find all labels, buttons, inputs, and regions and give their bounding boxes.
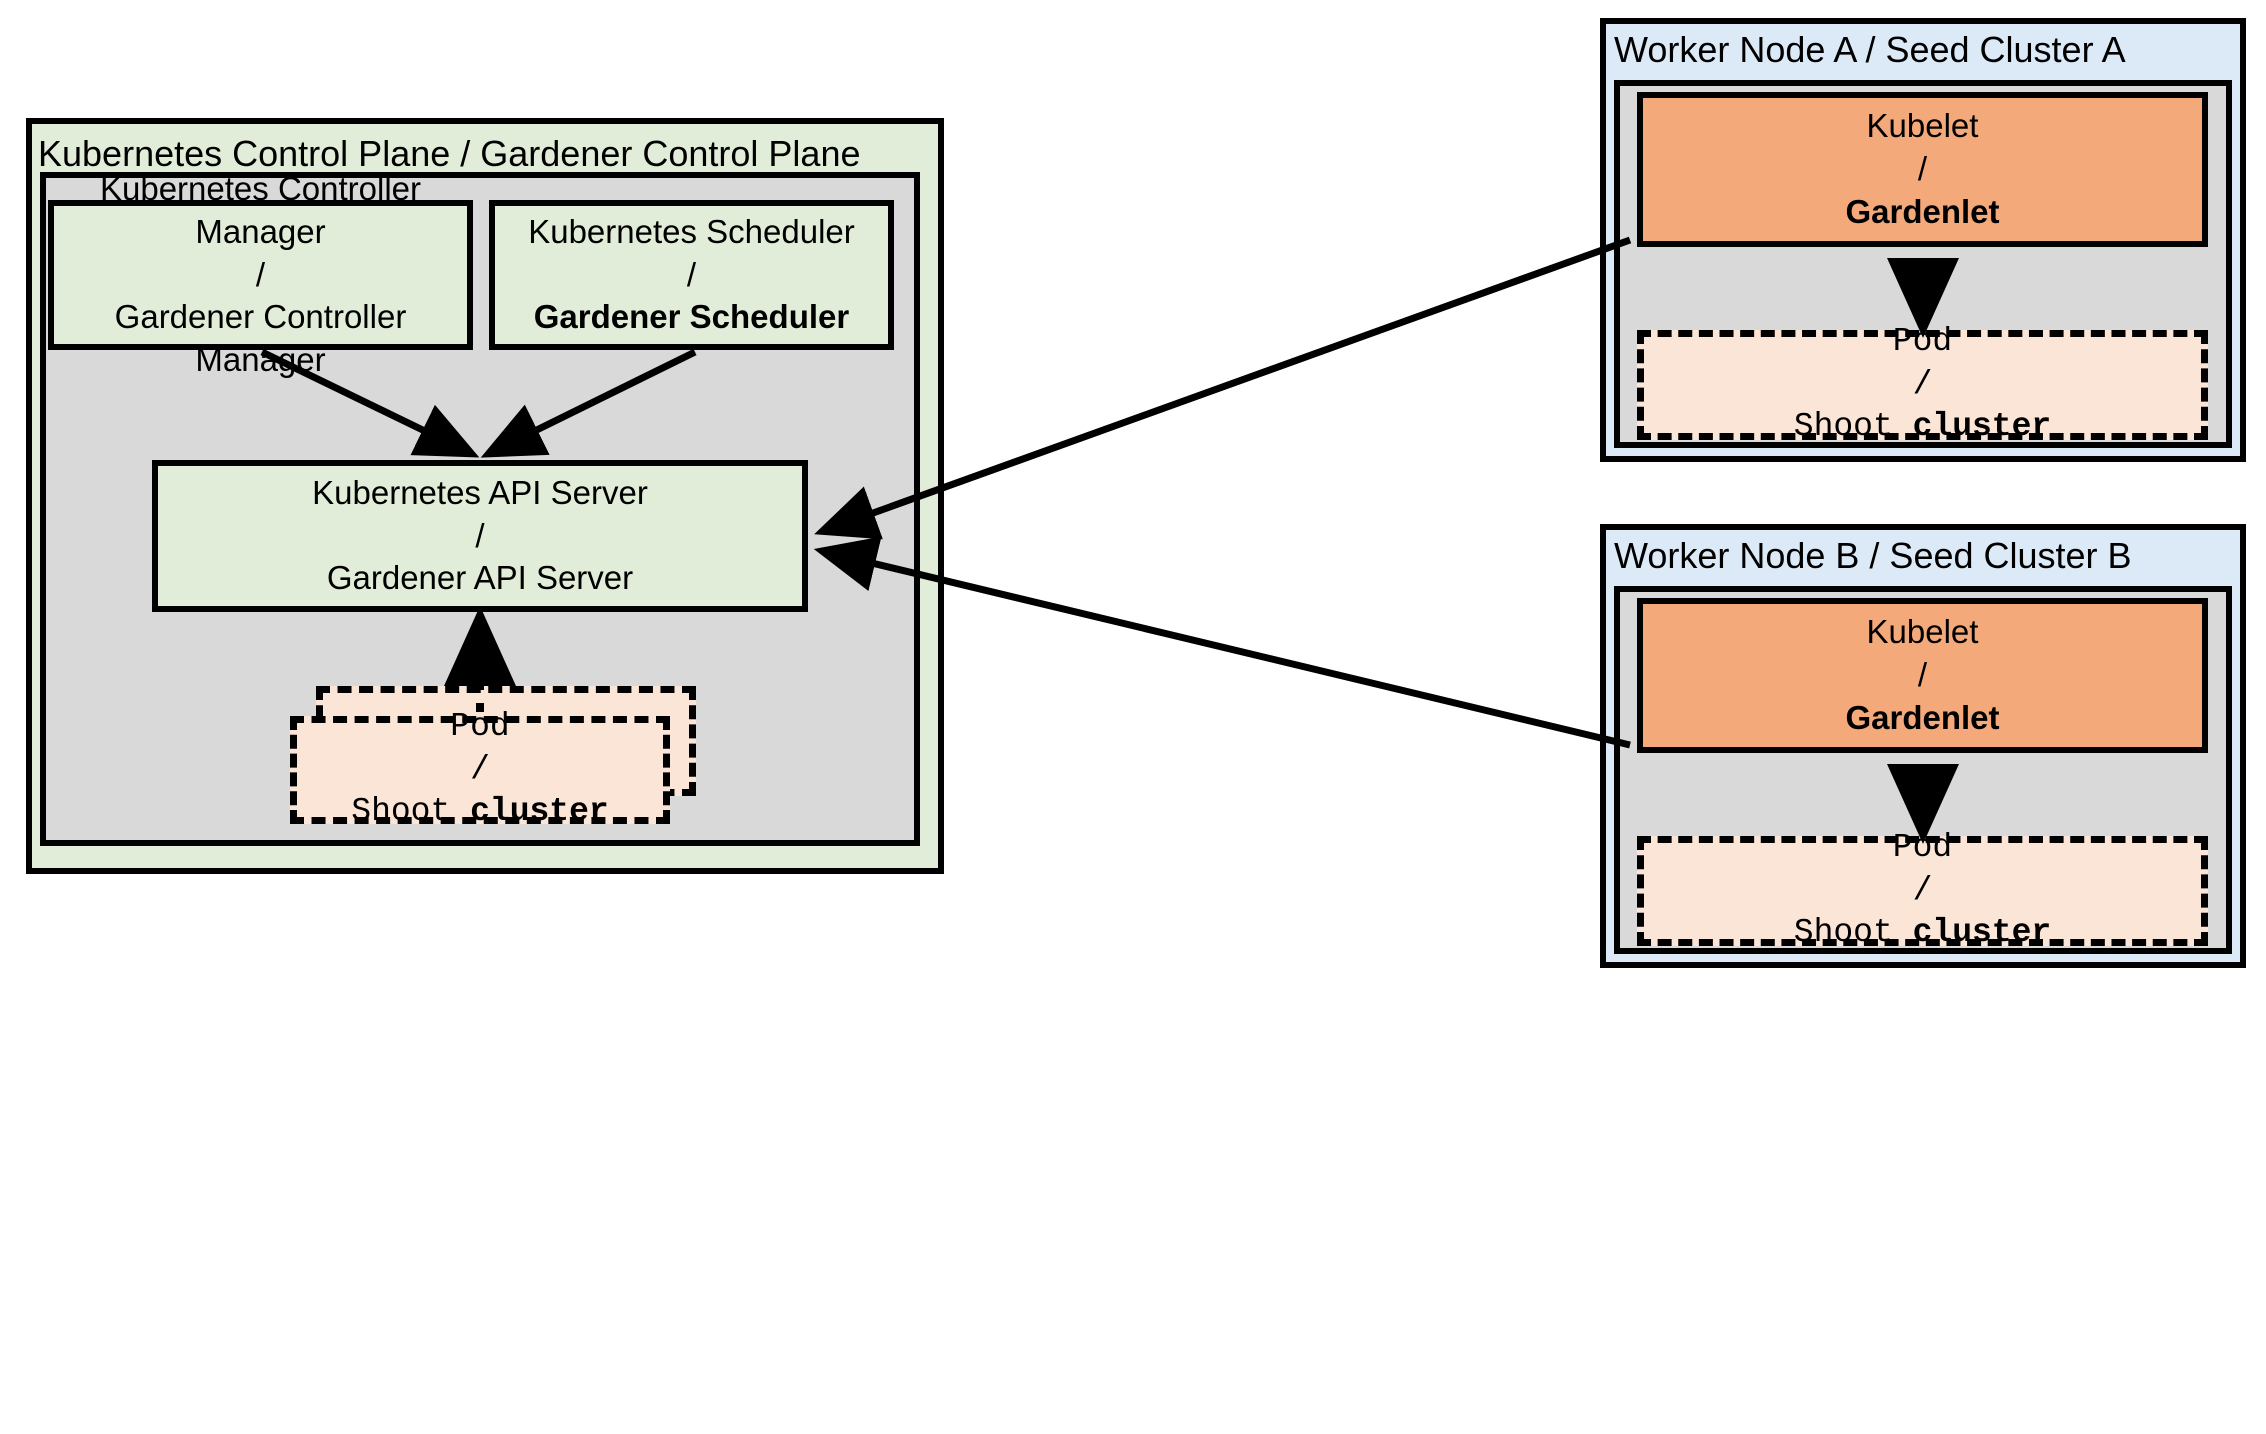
control-plane-pod-line1: Pod — [450, 707, 510, 745]
worker-node-b-kubelet-box[interactable]: Kubelet / Gardenlet — [1637, 598, 2208, 753]
worker-node-a-pod-label: Pod / Shoot cluster — [1794, 321, 2051, 450]
worker-node-a-kubelet-separator: / — [1917, 150, 1928, 188]
worker-node-b-pod-line2-bold: cluster — [1912, 914, 2052, 952]
controller-manager-separator: / — [255, 255, 266, 293]
scheduler-label: Kubernetes Scheduler / Gardener Schedule… — [528, 211, 855, 340]
kubernetes-controller-manager-box[interactable]: Kubernetes Controller Manager / Gardener… — [48, 170, 473, 378]
api-server-line2: Gardener API Server — [326, 559, 634, 597]
arrow-worker-node-b-to-api-server — [813, 536, 1631, 749]
worker-node-a-kubelet-line1: Kubelet — [1866, 107, 1979, 145]
worker-node-a-pod-separator: / — [1912, 365, 1933, 403]
worker-node-a-pod-line2: Shoot cluster — [1794, 406, 2051, 449]
worker-node-a-title: Worker Node A / Seed Cluster A — [1614, 29, 2126, 70]
worker-node-b-title: Worker Node B / Seed Cluster B — [1614, 535, 2132, 576]
controller-manager-label: Kubernetes Controller Manager / Gardener… — [54, 168, 467, 382]
worker-node-b-pod-separator: / — [1912, 871, 1933, 909]
control-plane-pod-line2: Shoot cluster — [351, 791, 608, 834]
control-plane-pod-box[interactable]: Pod / Shoot cluster — [290, 708, 670, 830]
worker-node-b-kubelet-line2: Gardenlet — [1845, 698, 2000, 736]
control-plane-pod-line2-plain: Shoot — [351, 793, 471, 831]
worker-node-b-pod-line2-plain: Shoot — [1793, 914, 1913, 952]
worker-node-a-pod-line2-plain: Shoot — [1793, 408, 1913, 446]
control-plane-title: Kubernetes Control Plane / Gardener Cont… — [38, 133, 861, 174]
api-server-label: Kubernetes API Server / Gardener API Ser… — [312, 472, 648, 601]
scheduler-line1: Kubernetes Scheduler — [528, 212, 855, 250]
worker-node-b-pod-label: Pod / Shoot cluster — [1794, 827, 2051, 956]
worker-node-a-pod-line2-bold: cluster — [1912, 408, 2052, 446]
worker-node-b-pod-box[interactable]: Pod / Shoot cluster — [1637, 829, 2208, 951]
scheduler-line2: Gardener Scheduler — [533, 298, 850, 336]
scheduler-separator: / — [686, 255, 697, 293]
worker-node-a-kubelet-label: Kubelet / Gardenlet — [1845, 105, 1999, 234]
worker-node-b-pod-line2: Shoot cluster — [1794, 912, 2051, 955]
kubernetes-scheduler-box[interactable]: Kubernetes Scheduler / Gardener Schedule… — [489, 200, 894, 350]
worker-node-b-kubelet-label: Kubelet / Gardenlet — [1845, 611, 1999, 740]
worker-node-a-kubelet-line2: Gardenlet — [1845, 192, 2000, 230]
worker-node-a-pod-line1: Pod — [1892, 322, 1953, 360]
control-plane-pod-separator: / — [470, 750, 490, 788]
kubernetes-api-server-box[interactable]: Kubernetes API Server / Gardener API Ser… — [152, 460, 808, 612]
worker-node-a-pod-box[interactable]: Pod / Shoot cluster — [1637, 323, 2208, 445]
arrow-worker-node-a-to-api-server — [814, 236, 1632, 540]
worker-node-a-kubelet-box[interactable]: Kubelet / Gardenlet — [1637, 92, 2208, 247]
control-plane-pod-line2-bold: cluster — [470, 793, 609, 831]
controller-manager-line2: Gardener Controller Manager — [114, 298, 407, 379]
api-server-line1: Kubernetes API Server — [312, 473, 648, 511]
worker-node-b-kubelet-separator: / — [1917, 656, 1928, 694]
controller-manager-line1: Kubernetes Controller Manager — [99, 169, 421, 250]
worker-node-b-pod-line1: Pod — [1892, 828, 1953, 866]
api-server-separator: / — [475, 516, 485, 554]
control-plane-pod-label: Pod / Shoot cluster — [351, 706, 608, 835]
worker-node-b-kubelet-line1: Kubelet — [1866, 613, 1979, 651]
